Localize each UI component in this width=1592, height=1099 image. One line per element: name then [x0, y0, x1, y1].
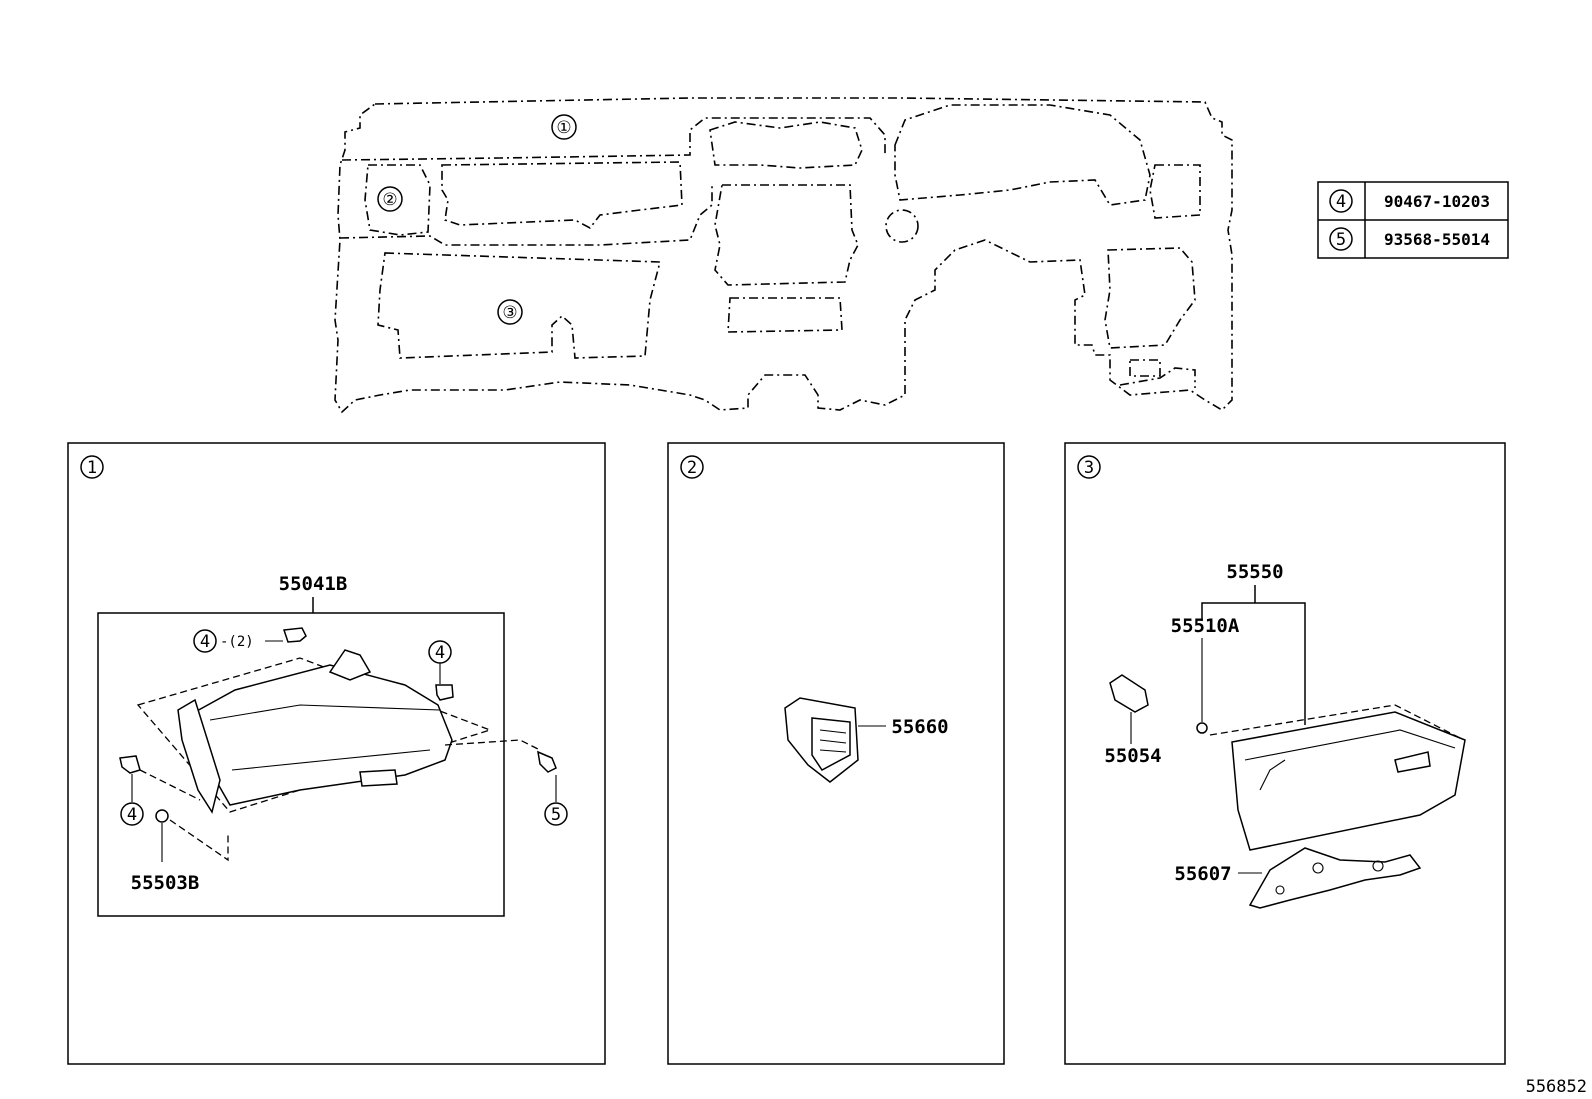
door-inner-edge [1244, 729, 1456, 761]
vent-louver-icon [811, 717, 851, 771]
damper-icon [1109, 674, 1149, 713]
door-side-line [1259, 759, 1286, 791]
callout-2-label: ② [382, 190, 397, 210]
clip-top-marker-circle [193, 629, 217, 653]
door-55510A-label: 55510A [1171, 615, 1240, 637]
door-mount-line [1209, 704, 1461, 739]
clip-left-dashline [139, 769, 201, 801]
screw-marker-circle [544, 802, 568, 826]
glovebox-door-icon [1231, 711, 1466, 851]
center-stack-outline [714, 184, 859, 286]
panel-2-marker-circle [680, 455, 704, 479]
vent-slat-2 [819, 739, 847, 744]
fastener-legend: 4 90467-10203 5 93568-55014 [1317, 181, 1509, 259]
mounting-plane [136, 657, 492, 813]
legend-marker-4: 4 [1336, 192, 1346, 212]
panel-2-marker: 2 [687, 458, 697, 478]
assembly-box [97, 612, 505, 917]
vent-slat-3 [819, 749, 847, 753]
door-stop-icon [1196, 722, 1208, 734]
left-vent-outline [364, 164, 431, 236]
lower-bracket-icon [1248, 847, 1422, 909]
cover-handle-icon [359, 769, 398, 787]
center-lower-box [727, 297, 843, 333]
callout-2-circle [377, 186, 403, 212]
glovebox-cover-icon [194, 664, 453, 806]
assembly-55041B-label: 55041B [279, 573, 348, 595]
bracket-hole-3 [1275, 885, 1285, 895]
mid-line [339, 185, 713, 246]
cover-hinge-arm-icon [328, 649, 372, 681]
glovebox-region [377, 252, 662, 359]
damper-55054-label: 55054 [1104, 745, 1161, 767]
diagram-number: 556852 [1526, 1077, 1587, 1097]
clip-left-icon [119, 755, 141, 774]
ignition-outline [885, 209, 919, 243]
bracket-hole-1 [1312, 862, 1324, 874]
lower-right-trim [1119, 367, 1196, 388]
cluster-hood [894, 104, 1151, 206]
clip-right-marker: 4 [435, 643, 445, 663]
legend-marker-5: 5 [1336, 230, 1346, 250]
screw-dashline [444, 739, 541, 751]
screw-marker: 5 [551, 805, 561, 825]
clip-right-icon [435, 684, 454, 701]
callout-1-label: ① [556, 118, 571, 138]
panel-2-frame [667, 442, 1005, 1065]
center-vent-upper [709, 121, 863, 169]
dashboard-overview: ① ② ③ [334, 97, 1233, 414]
panel-2: 2 55660 [667, 442, 1005, 1065]
lower-right-small-box [1129, 359, 1161, 377]
cover-top-edge [209, 704, 441, 721]
cover-crease [231, 749, 431, 771]
dashboard-outline [334, 97, 1233, 414]
cover-side-bracket-icon [177, 698, 221, 814]
assembly-55550-label: 55550 [1226, 561, 1283, 583]
legend-part-number-4: 90467-10203 [1384, 192, 1490, 211]
right-vent-outline [1149, 164, 1201, 219]
upper-trim-line [341, 117, 886, 161]
screw-icon [537, 750, 557, 773]
clip-left-marker-circle [120, 802, 144, 826]
panel-1: 1 55041B 4 -(2) 4 4 55503B [67, 442, 606, 1065]
panel-3: 3 55550 55510A 55054 55607 [1064, 442, 1506, 1065]
assembly-55550-bracket [1201, 602, 1306, 725]
panel-3-marker: 3 [1084, 458, 1094, 478]
panel-1-marker: 1 [87, 458, 97, 478]
bracket-55607-label: 55607 [1174, 863, 1231, 885]
panel-3-marker-circle [1077, 455, 1101, 479]
passenger-upper-panel [441, 161, 683, 230]
clip-top-qty: -(2) [220, 634, 254, 650]
legend-part-number-5: 93568-55014 [1384, 230, 1490, 249]
panel-1-frame [67, 442, 606, 1065]
callout-1-circle [551, 114, 577, 140]
clip-top-marker: 4 [200, 632, 210, 652]
legend-marker-4-circle [1329, 189, 1353, 213]
callout-3-label: ③ [502, 303, 517, 323]
bumper-55503B-label: 55503B [131, 872, 200, 894]
bumper-dashline [169, 819, 229, 862]
panel-1-marker-circle [80, 455, 104, 479]
vent-55660-label: 55660 [891, 716, 948, 738]
lower-right-panel [1104, 247, 1196, 349]
clip-left-marker: 4 [127, 805, 137, 825]
bracket-hole-2 [1372, 860, 1384, 872]
legend-marker-5-circle [1329, 227, 1353, 251]
panel-3-frame [1064, 442, 1506, 1065]
callout-3-circle [497, 299, 523, 325]
bumper-icon [155, 809, 169, 823]
door-latch-icon [1394, 751, 1431, 773]
clip-top-icon [282, 627, 307, 643]
vent-slat-1 [819, 729, 847, 734]
